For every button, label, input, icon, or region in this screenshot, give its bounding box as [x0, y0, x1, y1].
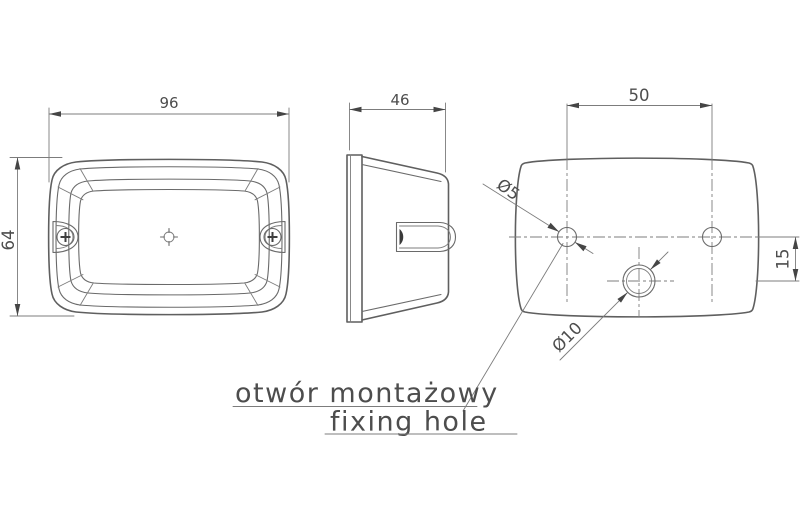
dimension-small-hole-diameter: Ø5: [482, 175, 594, 254]
side-body-inner-bottom: [361, 293, 442, 313]
arrowhead: [792, 237, 799, 249]
side-mounting-clip: [395, 221, 457, 253]
arrowhead: [49, 111, 61, 117]
front-bevel-lines: [57, 168, 281, 306]
arrowhead: [14, 157, 21, 170]
arrowhead: [277, 111, 289, 117]
arrowhead: [792, 269, 799, 281]
arrowhead: [547, 222, 559, 232]
dimension-hole-spacing: 50: [566, 86, 713, 109]
arrowhead: [575, 242, 587, 252]
note-text-polish: otwór montażowy: [235, 378, 499, 409]
dimension-side-depth: 46: [349, 91, 446, 173]
right-fixing-hole: [701, 226, 723, 248]
note-text-english: fixing hole: [330, 407, 488, 438]
dimension-front-width: 96: [48, 94, 290, 183]
front-outer-contour: [47, 158, 291, 316]
dim-hole-offset-label: 15: [774, 249, 793, 270]
front-lens-inner-contour: [78, 188, 260, 286]
arrowhead: [349, 106, 362, 113]
large-hole-outer: [622, 264, 656, 298]
dim-front-width-label: 96: [159, 94, 178, 112]
dim-hole-spacing-label: 50: [629, 86, 650, 105]
front-view: [47, 158, 291, 316]
front-left-screw: [52, 220, 79, 254]
front-rim-contour: [55, 166, 283, 308]
dim-large-hole-label: Ø10: [548, 318, 585, 355]
arrowhead: [617, 292, 628, 303]
large-hole-inner: [626, 268, 652, 294]
dim-front-height-label: 64: [0, 230, 18, 251]
side-body-outline: [361, 155, 450, 321]
arrowhead: [650, 259, 661, 270]
front-right-screw: [259, 220, 286, 254]
side-body-inner-top: [361, 163, 442, 183]
front-lens-outer-contour: [68, 178, 270, 296]
left-fixing-hole: [556, 226, 578, 248]
arrowhead: [700, 102, 712, 109]
back-view: [509, 103, 760, 318]
back-outline: [514, 157, 760, 318]
dim-side-depth-label: 46: [390, 91, 409, 109]
fixing-hole-note: otwór montażowy fixing hole: [232, 243, 564, 438]
dimension-large-hole-diameter: Ø10: [548, 251, 669, 361]
side-lens-edge: [346, 154, 363, 323]
dimension-hole-offset: 15: [755, 236, 800, 282]
arrowhead: [433, 106, 446, 113]
front-center-mark: [159, 227, 179, 247]
side-view: [346, 154, 457, 323]
dimension-front-height: 64: [0, 157, 75, 317]
note-leader-line: [462, 243, 564, 412]
arrowhead: [567, 102, 579, 109]
arrowhead: [14, 304, 21, 316]
